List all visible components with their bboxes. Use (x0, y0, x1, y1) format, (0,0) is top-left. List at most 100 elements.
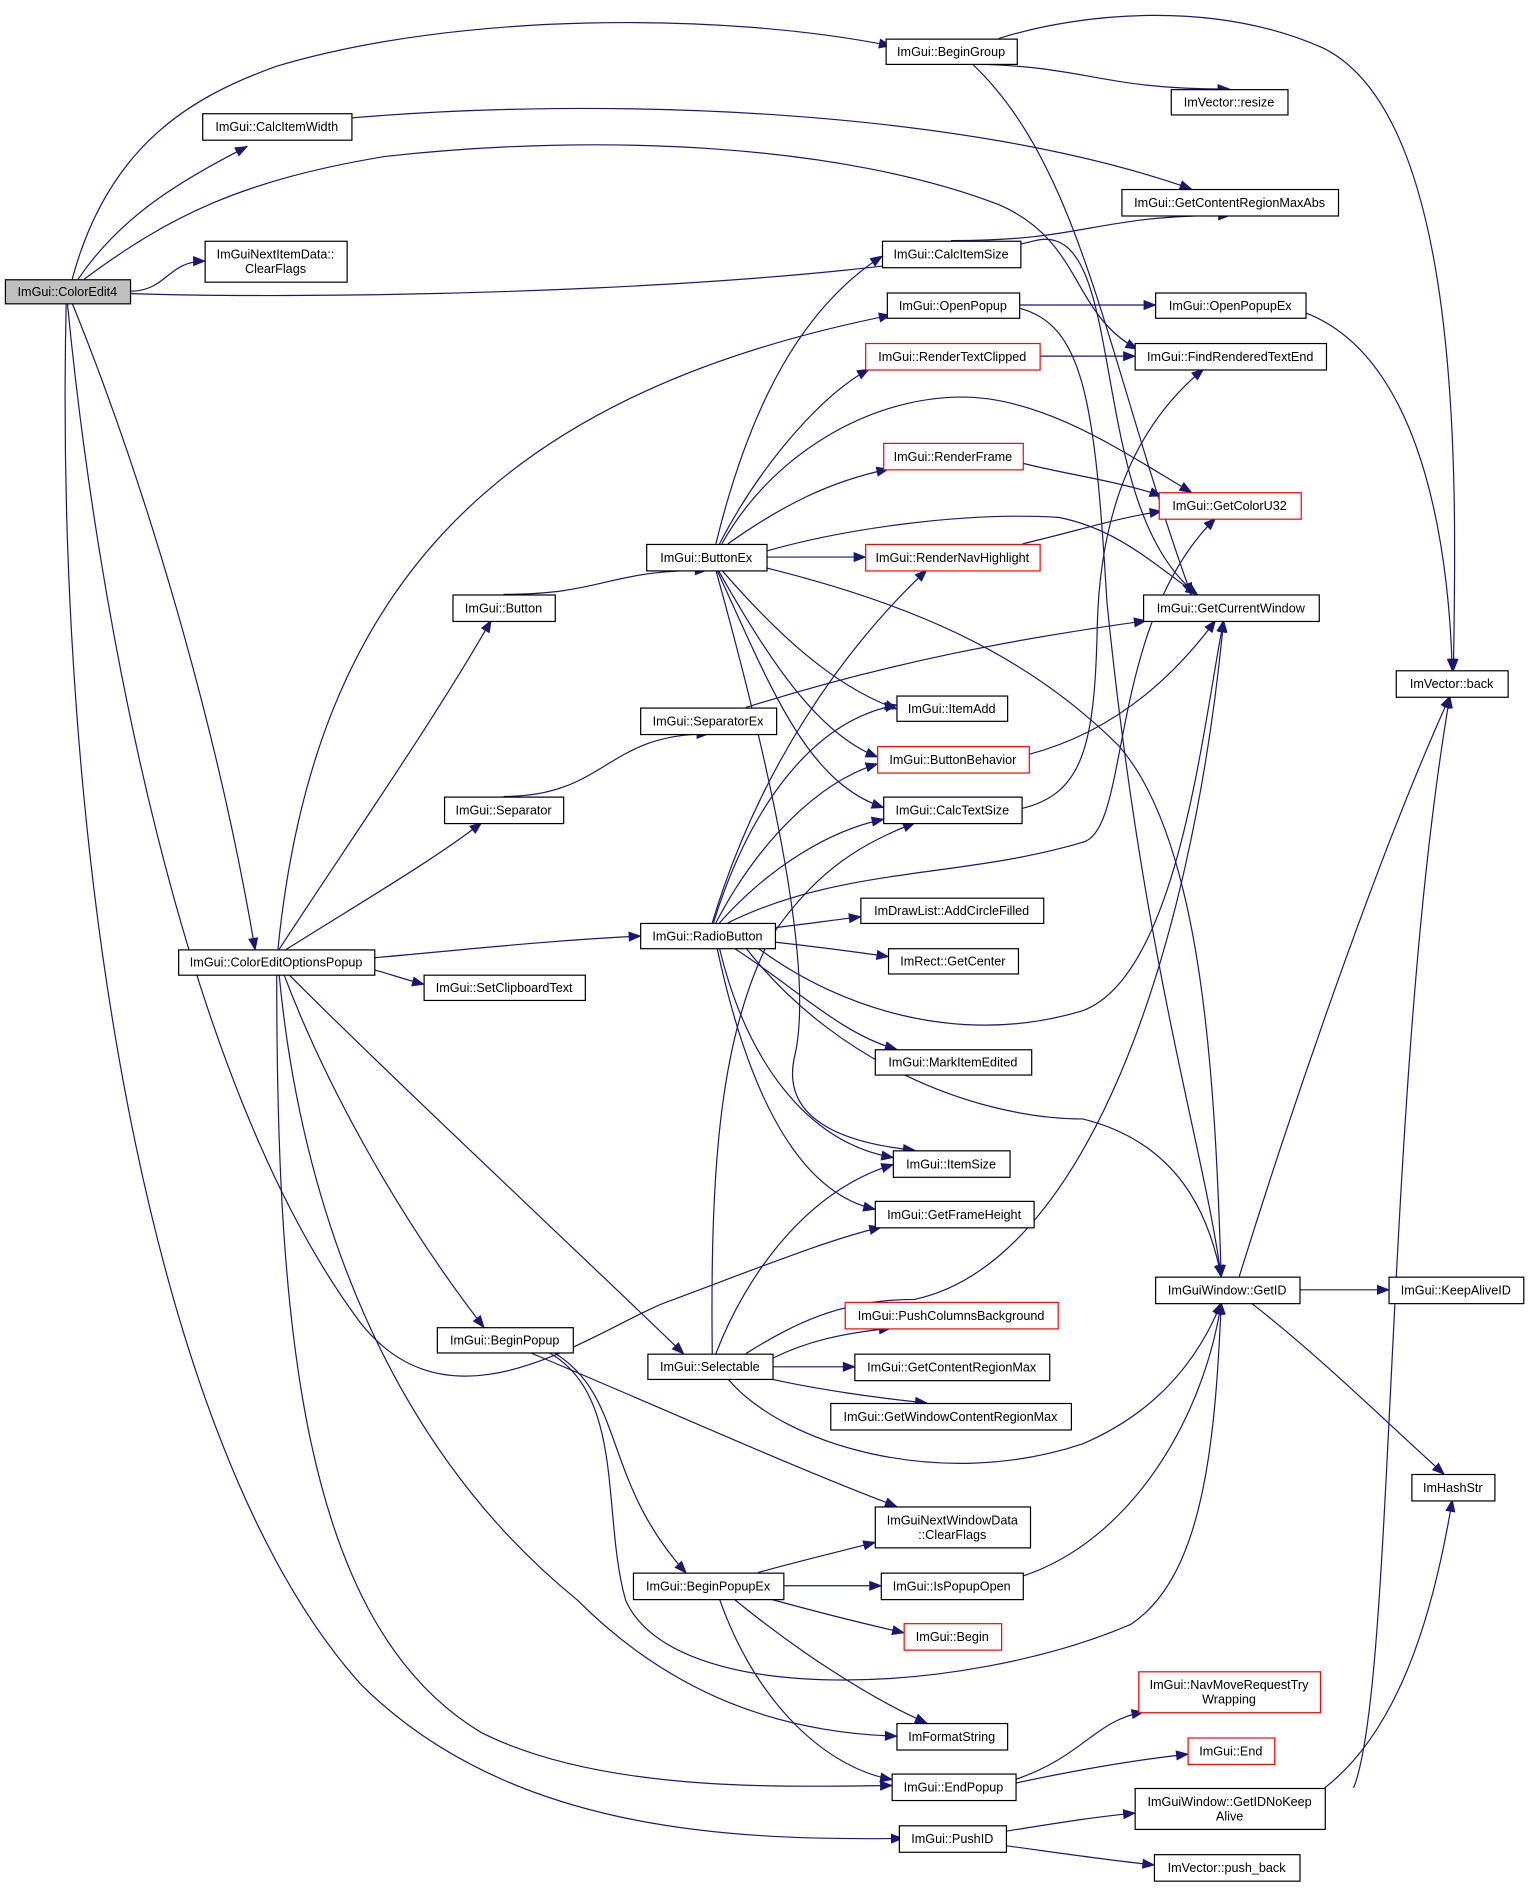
node-box[interactable] (874, 1506, 1032, 1549)
node-box[interactable] (1170, 89, 1289, 116)
node-box[interactable] (886, 292, 1021, 319)
node-box[interactable] (647, 1353, 774, 1381)
node-box[interactable] (1142, 594, 1320, 623)
node-box[interactable] (854, 1353, 1051, 1382)
node-getcontentregionmaxabs[interactable]: ImGui::GetContentRegionMaxAbs (1121, 188, 1340, 217)
node-box[interactable] (891, 1773, 1017, 1802)
node-end[interactable]: ImGui::End (1187, 1737, 1276, 1766)
node-markitemedited[interactable]: ImGui::MarkItemEdited (874, 1049, 1033, 1076)
node-box[interactable] (844, 1301, 1059, 1330)
node-calcitemwidth[interactable]: ImGui::CalcItemWidth (202, 113, 353, 141)
node-box[interactable] (874, 1049, 1033, 1076)
node-box[interactable] (903, 1623, 1003, 1651)
node-buttonex[interactable]: ImGui::ButtonEx (646, 543, 768, 572)
node-setclipboardtext[interactable]: ImGui::SetClipboardText (423, 974, 586, 1002)
node-calcitemsize[interactable]: ImGui::CalcItemSize (881, 240, 1022, 269)
node-separator[interactable]: ImGui::Separator (443, 796, 565, 825)
node-box[interactable] (640, 707, 778, 736)
node-vector_resize[interactable]: ImVector::resize (1170, 89, 1289, 116)
node-begin[interactable]: ImGui::Begin (903, 1623, 1003, 1651)
node-box[interactable] (883, 442, 1024, 471)
node-box[interactable] (880, 1572, 1024, 1601)
node-box[interactable] (443, 796, 565, 825)
node-selectable[interactable]: ImGui::Selectable (647, 1353, 774, 1381)
node-keepaliveid[interactable]: ImGui::KeepAliveID (1388, 1276, 1525, 1305)
node-pushcolumnsbackground[interactable]: ImGui::PushColumnsBackground (844, 1301, 1059, 1330)
node-box[interactable] (1395, 670, 1509, 698)
node-vector_push_back[interactable]: ImVector::push_back (1153, 1854, 1301, 1882)
node-box[interactable] (1187, 1737, 1276, 1766)
node-nextwindowdata_clearflags[interactable]: ImGuiNextWindowData::ClearFlags (874, 1506, 1032, 1549)
node-coloreditoptionspopup[interactable]: ImGui::ColorEditOptionsPopup (178, 949, 376, 976)
node-box[interactable] (1388, 1276, 1525, 1305)
node-box[interactable] (1153, 1854, 1301, 1882)
node-radiobutton[interactable]: ImGui::RadioButton (640, 922, 777, 950)
node-itemadd[interactable]: ImGui::ItemAdd (896, 695, 1009, 722)
node-rect_getcenter[interactable]: ImRect::GetCenter (887, 948, 1020, 975)
node-endpopup[interactable]: ImGui::EndPopup (891, 1773, 1017, 1802)
node-getcoloru32[interactable]: ImGui::GetColorU32 (1158, 492, 1302, 520)
node-box[interactable] (202, 113, 353, 141)
node-beginpopupex[interactable]: ImGui::BeginPopupEx (632, 1572, 785, 1601)
node-box[interactable] (178, 949, 376, 976)
node-box[interactable] (1158, 492, 1302, 520)
node-buttonbehavior[interactable]: ImGui::ButtonBehavior (877, 745, 1030, 774)
node-box[interactable] (881, 240, 1022, 269)
node-box[interactable] (877, 745, 1030, 774)
node-box[interactable] (646, 543, 768, 572)
node-getcontentregionmax[interactable]: ImGui::GetContentRegionMax (854, 1353, 1051, 1382)
node-box[interactable] (423, 974, 586, 1002)
node-box[interactable] (640, 922, 777, 950)
node-box[interactable] (204, 240, 348, 283)
node-ispopupopen[interactable]: ImGui::IsPopupOpen (880, 1572, 1024, 1601)
node-rendertextclipped[interactable]: ImGui::RenderTextClipped (865, 342, 1041, 371)
node-box[interactable] (896, 1722, 1009, 1751)
node-box[interactable] (1411, 1473, 1496, 1502)
node-box[interactable] (830, 1402, 1073, 1431)
node-nextitemdata_clearflags[interactable]: ImGuiNextItemData::ClearFlags (204, 240, 348, 283)
node-box[interactable] (860, 897, 1045, 925)
node-addcirclefilled[interactable]: ImDrawList::AddCircleFilled (860, 897, 1045, 925)
node-rendernavhighlight[interactable]: ImGui::RenderNavHighlight (865, 543, 1041, 572)
node-hashstr[interactable]: ImHashStr (1411, 1473, 1496, 1502)
node-box[interactable] (452, 594, 556, 623)
node-box[interactable] (1138, 1671, 1322, 1714)
node-formatstring[interactable]: ImFormatString (896, 1722, 1009, 1751)
node-box[interactable] (883, 796, 1023, 825)
node-calctextsize[interactable]: ImGui::CalcTextSize (883, 796, 1023, 825)
node-box[interactable] (4, 279, 132, 305)
node-vector_back[interactable]: ImVector::back (1395, 670, 1509, 698)
node-box[interactable] (885, 38, 1018, 65)
node-box[interactable] (887, 948, 1020, 975)
node-begingroup[interactable]: ImGui::BeginGroup (885, 38, 1018, 65)
node-box[interactable] (436, 1327, 574, 1354)
node-box[interactable] (1155, 1276, 1301, 1305)
node-box[interactable] (1155, 292, 1307, 319)
node-openpopupex[interactable]: ImGui::OpenPopupEx (1155, 292, 1307, 319)
node-box[interactable] (892, 1150, 1011, 1178)
node-beginpopup[interactable]: ImGui::BeginPopup (436, 1327, 574, 1354)
node-getframeheight[interactable]: ImGui::GetFrameHeight (874, 1200, 1035, 1229)
node-box[interactable] (896, 695, 1009, 722)
node-box[interactable] (1121, 188, 1340, 217)
node-openpopup[interactable]: ImGui::OpenPopup (886, 292, 1021, 319)
node-box[interactable] (632, 1572, 785, 1601)
node-itemsize[interactable]: ImGui::ItemSize (892, 1150, 1011, 1178)
node-getcurrentwindow[interactable]: ImGui::GetCurrentWindow (1142, 594, 1320, 623)
node-renderframe[interactable]: ImGui::RenderFrame (883, 442, 1024, 471)
node-box[interactable] (1134, 342, 1328, 371)
node-box[interactable] (874, 1200, 1035, 1229)
node-box[interactable] (1134, 1787, 1326, 1831)
node-separatorex[interactable]: ImGui::SeparatorEx (640, 707, 778, 736)
node-box[interactable] (865, 543, 1041, 572)
node-getwindowcontentregionmax[interactable]: ImGui::GetWindowContentRegionMax (830, 1402, 1073, 1431)
node-coloredit4[interactable]: ImGui::ColorEdit4 (4, 279, 132, 305)
node-box[interactable] (898, 1825, 1008, 1853)
node-box[interactable] (865, 342, 1041, 371)
node-findrenderedtextend[interactable]: ImGui::FindRenderedTextEnd (1134, 342, 1328, 371)
node-window_getid[interactable]: ImGuiWindow::GetID (1155, 1276, 1301, 1305)
node-button[interactable]: ImGui::Button (452, 594, 556, 623)
node-pushid[interactable]: ImGui::PushID (898, 1825, 1008, 1853)
